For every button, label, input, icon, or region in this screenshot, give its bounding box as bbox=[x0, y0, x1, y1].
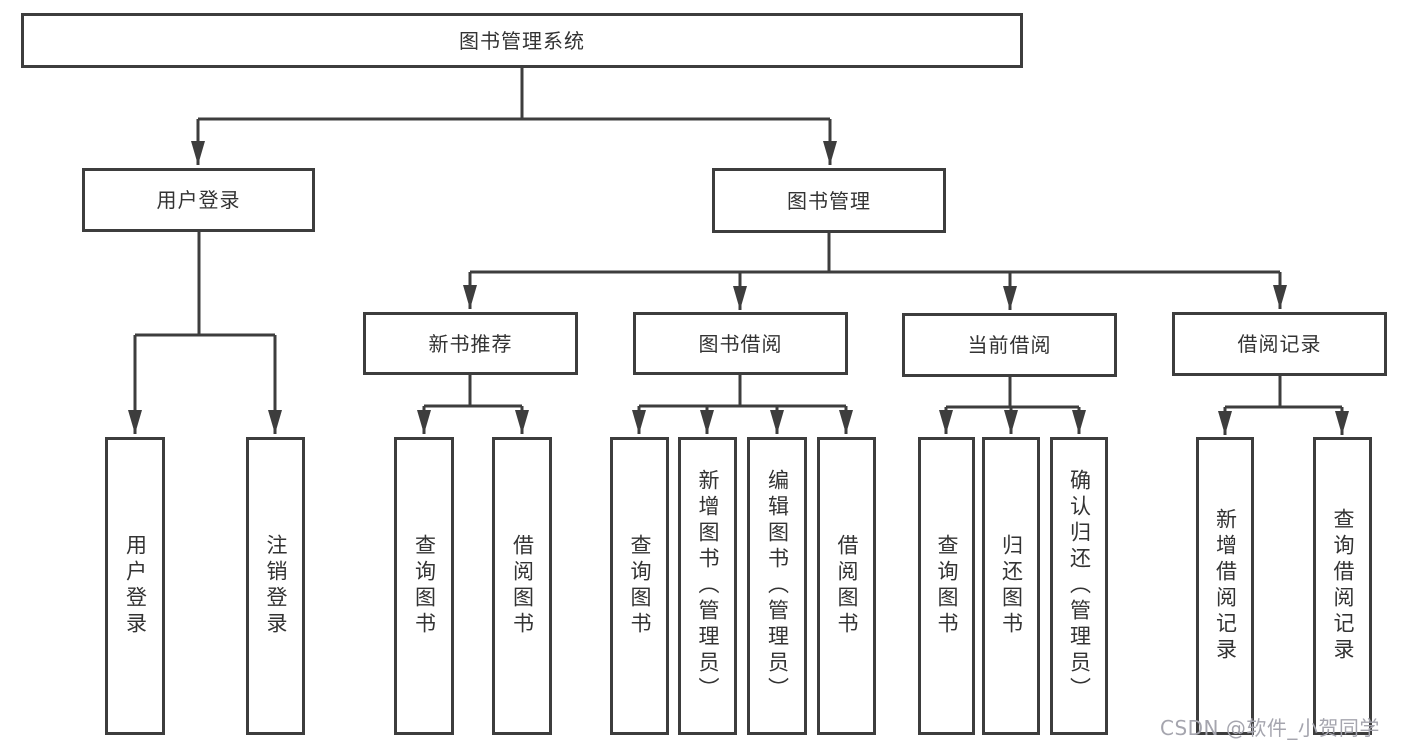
node-query-books-current: 查询图书 bbox=[918, 437, 975, 735]
node-add-borrow-record: 新增借阅记录 bbox=[1196, 437, 1254, 735]
node-user-login: 用户登录 bbox=[82, 168, 315, 232]
node-label: 借阅图书 bbox=[835, 534, 860, 638]
node-library-management-system: 图书管理系统 bbox=[21, 13, 1023, 68]
node-confirm-return-admin: 确认归还（管理员） bbox=[1050, 437, 1108, 735]
node-label: 查询图书 bbox=[412, 534, 437, 638]
node-label: 查询借阅记录 bbox=[1331, 508, 1356, 664]
node-borrow-books-leaf: 借阅图书 bbox=[817, 437, 876, 735]
node-label: 借阅图书 bbox=[510, 534, 535, 638]
node-edit-books-admin: 编辑图书（管理员） bbox=[747, 437, 807, 735]
node-label: 查询图书 bbox=[935, 534, 960, 638]
node-query-borrow-record: 查询借阅记录 bbox=[1313, 437, 1372, 735]
node-query-books-borrowing: 查询图书 bbox=[610, 437, 669, 735]
node-book-management: 图书管理 bbox=[712, 168, 946, 233]
node-borrowing-records: 借阅记录 bbox=[1172, 312, 1387, 376]
node-label: 编辑图书（管理员） bbox=[765, 469, 790, 703]
node-current-borrowing: 当前借阅 bbox=[902, 313, 1117, 377]
node-book-borrowing: 图书借阅 bbox=[633, 312, 848, 375]
node-label: 新增图书（管理员） bbox=[696, 469, 721, 703]
node-logout-leaf: 注销登录 bbox=[246, 437, 305, 735]
node-label: 注销登录 bbox=[264, 534, 289, 638]
node-label: 查询图书 bbox=[628, 534, 653, 638]
node-return-books: 归还图书 bbox=[982, 437, 1040, 735]
node-label: 用户登录 bbox=[123, 534, 148, 638]
node-add-books-admin: 新增图书（管理员） bbox=[678, 437, 737, 735]
node-query-books-recommend: 查询图书 bbox=[394, 437, 454, 735]
node-label: 新增借阅记录 bbox=[1213, 508, 1238, 664]
node-user-login-leaf: 用户登录 bbox=[105, 437, 165, 735]
node-borrow-books-recommend: 借阅图书 bbox=[492, 437, 552, 735]
node-label: 归还图书 bbox=[999, 534, 1024, 638]
node-label: 确认归还（管理员） bbox=[1067, 469, 1092, 703]
csdn-watermark: CSDN @软件_小贺同学 bbox=[1160, 716, 1380, 740]
node-new-book-recommend: 新书推荐 bbox=[363, 312, 578, 375]
